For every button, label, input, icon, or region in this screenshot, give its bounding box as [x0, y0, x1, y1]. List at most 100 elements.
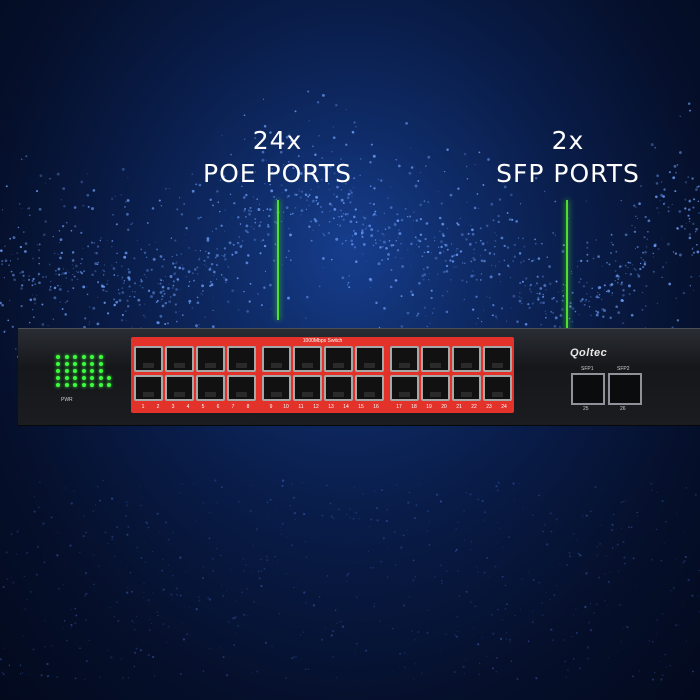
port-group-3 — [390, 346, 512, 401]
status-led — [56, 362, 60, 366]
port-number-label: 19 — [426, 404, 432, 410]
port-number-label: 9 — [269, 404, 273, 410]
port-number-label: 15 — [358, 404, 364, 410]
rj45-port — [324, 346, 353, 372]
status-led — [81, 362, 86, 366]
status-led — [81, 376, 86, 380]
port-number-label: 2 — [156, 404, 160, 410]
rj45-port — [134, 346, 163, 372]
poe-pointer-line — [277, 200, 279, 320]
sfp2-bottom-label: 26 — [620, 406, 626, 412]
port-number-label: 18 — [411, 404, 417, 410]
status-led — [73, 355, 77, 359]
port-number-label: 10 — [283, 404, 289, 410]
status-led — [98, 355, 103, 359]
port-number-label: 7 — [231, 404, 235, 410]
rj45-port — [134, 375, 163, 401]
status-led — [90, 355, 94, 359]
rj45-port — [293, 346, 322, 372]
port-number-label: 23 — [486, 404, 492, 410]
status-led — [56, 369, 60, 373]
rj45-port — [196, 346, 225, 372]
port-number-label: 1 — [141, 404, 145, 410]
sfp-label: SFP PORTS — [496, 159, 640, 188]
rj45-port — [262, 346, 291, 372]
sfp1-bottom-label: 25 — [583, 406, 589, 412]
status-led — [90, 362, 94, 366]
port-number-label: 13 — [328, 404, 334, 410]
port-number-label: 17 — [396, 404, 402, 410]
sfp-ports-callout: 2x SFP PORTS — [488, 124, 648, 190]
status-led — [81, 369, 86, 373]
status-led — [90, 376, 94, 380]
status-led — [64, 383, 69, 387]
rj45-port — [390, 375, 419, 401]
rj45-port — [421, 375, 450, 401]
rj45-port — [483, 346, 512, 372]
port-number-label: 3 — [171, 404, 175, 410]
status-led — [73, 376, 77, 380]
sfp1-top-label: SFP1 — [581, 366, 594, 372]
port-number-label: 20 — [441, 404, 447, 410]
port-number-label: 22 — [471, 404, 477, 410]
poe-label: POE PORTS — [203, 159, 352, 188]
sfp-port-2 — [608, 373, 642, 405]
poe-count: 24x — [252, 126, 303, 155]
status-led — [98, 376, 103, 380]
status-led — [56, 376, 60, 380]
status-led — [73, 362, 77, 366]
status-led — [64, 376, 69, 380]
rj45-port — [227, 346, 256, 372]
status-led — [81, 355, 86, 359]
panel-title: 1000Mbps Switch — [302, 338, 343, 344]
rj45-port — [452, 346, 481, 372]
port-group-1 — [134, 346, 256, 401]
sfp-pointer-line — [566, 200, 568, 368]
poe-ports-callout: 24x POE PORTS — [195, 124, 360, 190]
port-number-label: 14 — [343, 404, 349, 410]
status-led — [90, 383, 94, 387]
rj45-port — [355, 346, 384, 372]
power-label: PWR — [61, 397, 73, 403]
status-led — [98, 369, 103, 373]
rj45-port — [262, 375, 291, 401]
status-led — [64, 369, 69, 373]
port-labels-2: 9 10 11 12 13 14 15 16 — [264, 404, 383, 410]
rj45-port — [452, 375, 481, 401]
rj45-port — [421, 346, 450, 372]
status-led — [81, 383, 86, 387]
status-led — [98, 362, 103, 366]
rj45-port — [390, 346, 419, 372]
status-led — [73, 383, 77, 387]
port-number-label: 8 — [246, 404, 250, 410]
brand-logo: Qoltec — [570, 347, 608, 359]
port-number-label: 21 — [456, 404, 462, 410]
port-number-label: 12 — [313, 404, 319, 410]
port-group-2 — [262, 346, 384, 401]
port-number-label: 6 — [216, 404, 220, 410]
rj45-port — [483, 375, 512, 401]
port-number-label: 11 — [298, 404, 304, 410]
rj45-port — [293, 375, 322, 401]
status-led — [64, 355, 69, 359]
port-number-label: 4 — [186, 404, 190, 410]
rj45-port — [227, 375, 256, 401]
port-number-label: 16 — [373, 404, 379, 410]
rj45-port — [165, 375, 194, 401]
rj45-port — [355, 375, 384, 401]
status-led — [56, 383, 60, 387]
status-led — [64, 362, 69, 366]
status-led — [56, 355, 60, 359]
sfp-port-1 — [571, 373, 605, 405]
rj45-port — [165, 346, 194, 372]
port-labels-3: 17 18 19 20 21 22 23 24 — [392, 404, 511, 410]
status-led — [107, 383, 111, 387]
led-panel — [56, 355, 126, 411]
status-led — [98, 383, 103, 387]
sfp-count: 2x — [551, 126, 585, 155]
port-number-label: 24 — [501, 404, 507, 410]
rj45-port — [196, 375, 225, 401]
